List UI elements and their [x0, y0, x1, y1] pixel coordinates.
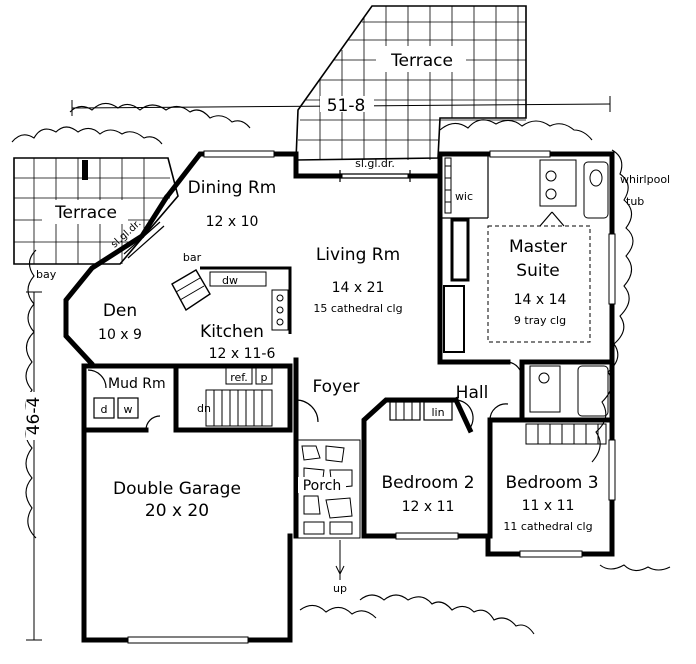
porch-stonework: [297, 439, 361, 580]
master-suite-name-2: Suite: [516, 261, 559, 281]
linen-closet: [389, 401, 453, 421]
dining-room-size: 12 x 10: [206, 214, 259, 230]
bedroom-3-note: 11 cathedral clg: [503, 520, 592, 533]
master-suite-name-1: Master: [509, 237, 567, 257]
hall-label: Hall: [456, 383, 489, 403]
terrace-left-label: Terrace: [54, 203, 117, 223]
dining-room-name: Dining Rm: [188, 178, 277, 198]
width-dimension: 51-8: [327, 96, 366, 116]
landscape-shrubs: [11, 102, 671, 635]
garage-name: Double Garage: [113, 479, 241, 499]
depth-dimension: 46-4: [24, 397, 44, 436]
windows: [127, 150, 616, 644]
kitchen-name: Kitchen: [200, 322, 264, 342]
den-name: Den: [103, 301, 137, 321]
bedroom-2-size: 12 x 11: [402, 499, 455, 515]
porch-label-backing: [298, 477, 346, 493]
living-room-size: 14 x 21: [332, 280, 385, 296]
dryer-label: d: [101, 403, 108, 416]
wic-label: wic: [455, 190, 473, 203]
sliding-door-top: [339, 170, 411, 182]
living-room-note: 15 cathedral clg: [313, 302, 402, 315]
master-suite-size: 14 x 14: [514, 292, 567, 308]
tub-label: tub: [626, 195, 644, 208]
washer-label: w: [124, 403, 133, 416]
kitchen-size: 12 x 11-6: [209, 346, 276, 362]
bedroom-3-size: 11 x 11: [522, 498, 575, 514]
pantry-label: p: [261, 371, 268, 384]
terrace-top-grid: [295, 5, 527, 161]
down-label: dn: [197, 402, 211, 415]
porch-label: Porch: [303, 478, 342, 494]
sliding-door-top-label: sl.gl.dr.: [355, 157, 395, 170]
master-suite-note: 9 tray clg: [514, 314, 566, 327]
door-swings: [145, 361, 523, 431]
washer-dryer: [87, 369, 139, 419]
den-size: 10 x 9: [98, 327, 142, 343]
stairs: [205, 389, 273, 427]
bay-label: bay: [36, 268, 57, 281]
hall-bath: [525, 365, 609, 445]
terrace-top-label: Terrace: [390, 51, 453, 71]
whirlpool-label: whirlpool: [620, 173, 670, 186]
bar-label: bar: [183, 251, 202, 264]
dw-label: dw: [222, 274, 238, 287]
depth-dimension-line: [26, 291, 42, 641]
bedroom-2-name: Bedroom 2: [381, 473, 474, 493]
living-room-name: Living Rm: [316, 245, 400, 265]
sliding-door-left: [123, 221, 165, 259]
garage-size: 20 x 20: [145, 501, 209, 521]
master-bath: [440, 154, 609, 353]
up-label: up: [333, 582, 347, 595]
ref-label: ref.: [230, 371, 248, 384]
foyer-label: Foyer: [312, 377, 359, 397]
width-dimension-line: [71, 96, 611, 116]
tray-ceiling-outline: [487, 225, 591, 343]
bedroom-3-name: Bedroom 3: [505, 473, 598, 493]
kitchen-counters: [171, 266, 292, 385]
mud-room-name: Mud Rm: [108, 376, 166, 392]
linen-label: lin: [431, 406, 444, 419]
